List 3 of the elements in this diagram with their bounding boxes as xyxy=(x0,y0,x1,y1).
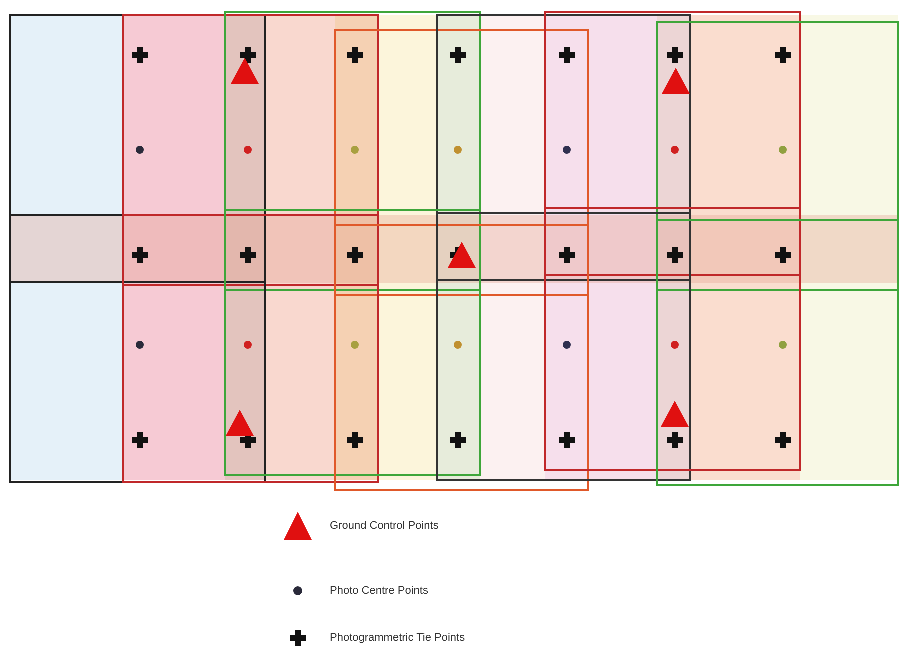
legend-label: Photo Centre Points xyxy=(330,585,428,597)
legend-label: Ground Control Points xyxy=(330,520,439,532)
legend-label: Photogrammetric Tie Points xyxy=(330,632,466,644)
